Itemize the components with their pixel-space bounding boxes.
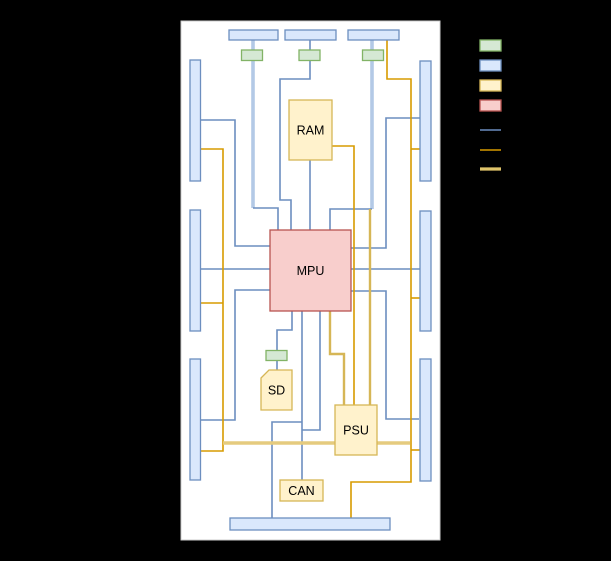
net-mpu-left3 [201,289,270,421]
block-ram[interactable] [288,99,333,161]
block-can[interactable] [279,479,324,502]
connector-top-1[interactable] [228,29,279,41]
bar-right-3[interactable] [419,358,432,482]
module-green-sd[interactable] [265,349,288,362]
net-right-chain [350,40,412,518]
net-bus3-mpu [329,208,372,230]
net-mpu-psu-power [328,311,346,405]
block-mpu[interactable] [269,229,352,312]
block-sd[interactable] [260,369,293,411]
module-green-3[interactable] [361,49,385,62]
net-left-chain [200,148,224,452]
module-green-1[interactable] [240,49,264,62]
net-connector2-mpu [279,40,311,230]
net-can-bottombar [271,421,302,518]
legend-swatch-yellow[interactable] [479,79,502,92]
net-left1-mpu [200,119,270,247]
connector-top-2[interactable] [284,29,337,41]
net-ram-psu [332,145,355,405]
net-bus1-mpu [253,207,279,230]
net-right1-mpu [351,117,420,249]
net-mpu-right3 [351,290,419,420]
module-green-2[interactable] [298,49,321,62]
block-psu[interactable] [334,404,378,456]
net-mpu-can-2 [302,311,321,431]
bar-right-1[interactable] [419,60,432,182]
connector-top-3[interactable] [347,29,400,41]
bar-right-2[interactable] [419,210,432,332]
legend-swatch-green[interactable] [479,39,502,52]
bar-left-1[interactable] [189,59,202,182]
net-mpu-sddetect [276,311,293,351]
legend-swatch-blue[interactable] [479,59,502,72]
bar-left-2[interactable] [189,209,202,332]
connector-bottom[interactable] [229,517,391,531]
legend-swatch-red[interactable] [479,99,502,112]
bar-left-3[interactable] [189,358,202,481]
